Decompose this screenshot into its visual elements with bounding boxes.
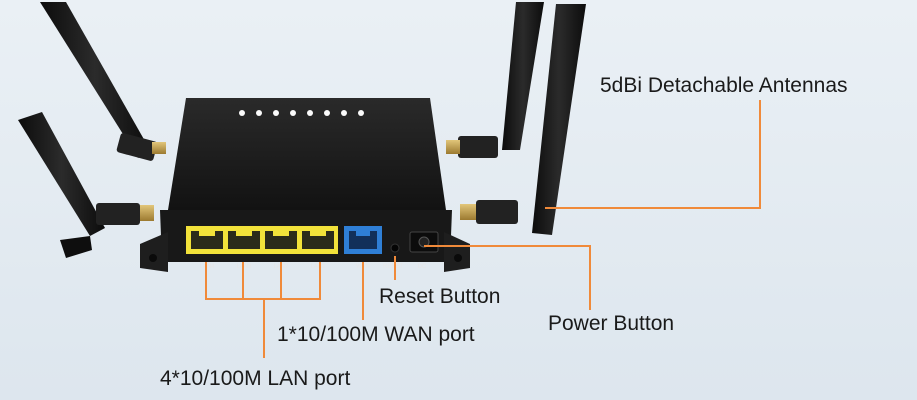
status-led-icon — [273, 110, 279, 116]
lan4-port-label: LAN4 — [199, 264, 215, 270]
dc-power-jack: DC — [409, 231, 439, 270]
lan-port-1 — [302, 231, 334, 249]
reset-port-label: RESET — [383, 264, 403, 270]
status-led-icon — [358, 110, 364, 116]
wan-callout-label: 1*10/100M WAN port — [277, 323, 475, 346]
lan-port-4 — [191, 231, 223, 249]
lan-port-2 — [265, 231, 297, 249]
right-front-antenna — [460, 4, 586, 235]
antenna-callout-line — [545, 100, 761, 209]
right-back-antenna — [446, 2, 544, 158]
lan3-port-label: LAN3 — [236, 264, 252, 270]
status-led-icon — [239, 110, 245, 116]
status-led-icon — [256, 110, 262, 116]
callout-lines — [205, 100, 761, 358]
power-callout-label: Power Button — [548, 312, 675, 335]
power-callout-line — [424, 245, 591, 310]
reset-button: RESET — [383, 243, 403, 270]
lan-port-3 — [228, 231, 260, 249]
antennas-callout-label: 5dBi Detachable Antennas — [600, 74, 848, 97]
lan-port-block: LAN4 LAN3 LAN2 LAN1 — [186, 226, 338, 270]
reset-callout-label: Reset Button — [379, 285, 501, 308]
lan-callout-label: 4*10/100M LAN port — [160, 367, 351, 390]
status-led-icon — [341, 110, 347, 116]
lan-callout-line — [205, 262, 321, 300]
status-led-icon — [307, 110, 313, 116]
dc-port-label: DC — [418, 264, 427, 270]
left-front-antenna — [18, 112, 154, 258]
left-back-antenna — [40, 2, 166, 161]
status-led-row — [239, 110, 364, 116]
status-led-icon — [290, 110, 296, 116]
lan1-port-label: LAN1 — [310, 264, 326, 270]
status-led-icon — [324, 110, 330, 116]
